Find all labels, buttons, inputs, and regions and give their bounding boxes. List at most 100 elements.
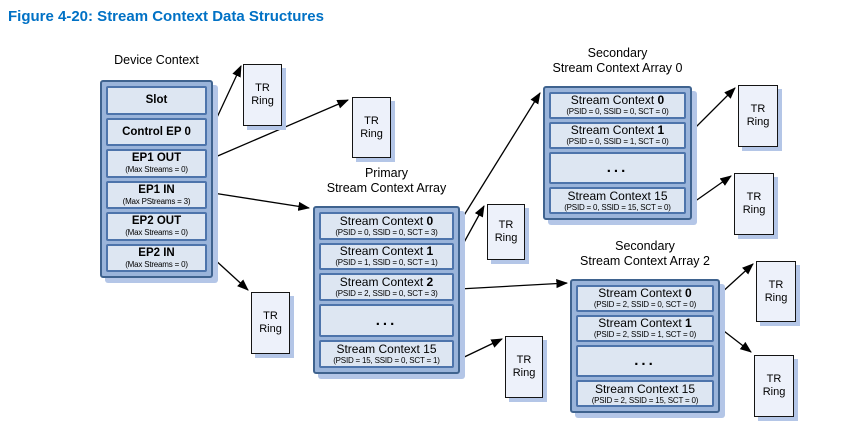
tr-ring-label-line1: TR [263,310,278,322]
row-subtitle: (Max Streams = 0) [125,259,188,269]
row-subtitle: (PSID = 0, SSID = 1, SCT = 0) [566,137,669,147]
tr-ring-label-line2: Ring [259,323,282,335]
row-subtitle: (PSID = 1, SSID = 0, SCT = 1) [335,258,438,268]
row-title: Stream Context 0 [598,286,692,301]
row-title: Stream Context 1 [570,123,665,138]
row-subtitle: (PSID = 2, SSID = 0, SCT = 3) [335,289,438,299]
primary-stream-context-row-15: Stream Context 15(PSID = 15, SSID = 0, S… [319,340,454,369]
row-title: Stream Context 0 [570,93,665,108]
row-number: 1 [654,123,665,138]
tr-ring-label-line2: Ring [360,127,383,140]
row-title: EP2 OUT [131,215,182,228]
primary-stream-context-array-box: Stream Context 0(PSID = 0, SSID = 0, SCT… [313,206,460,374]
row-number: 15 [678,381,696,396]
tr-ring-label-line1: TR [516,354,532,366]
secondary-stream-context-array-0-box: Stream Context 0(PSID = 0, SSID = 0, SCT… [543,86,692,220]
row-subtitle: (PSID = 0, SSID = 0, SCT = 3) [335,227,438,237]
secondary-0-stream-context-ellipsis-row: ... [549,151,686,185]
row-number: 1 [423,244,434,259]
row-title: Stream Context 2 [339,275,434,290]
row-number: 2 [423,275,434,290]
row-subtitle: (Max Streams = 0) [125,228,188,238]
secondary-2-stream-context-row-15: Stream Context 15(PSID = 2, SSID = 15, S… [576,380,714,408]
tr-ring-label-line1: TR [750,103,766,115]
tr-ring-label-line1: TR [364,114,379,127]
tr-ring-label-line2: Ring [251,95,274,107]
row-subtitle: (PSID = 0, SSID = 0, SCT = 0) [566,107,669,117]
secondary-array-2-label: Secondary Stream Context Array 2 [580,239,710,268]
pointer-arrow-11 [719,327,752,353]
pointer-arrow-2 [212,192,311,211]
row-number: 1 [681,316,692,331]
device-context-label: Device Context [114,53,199,67]
pointer-arrow-9 [693,175,732,203]
secondary-0-stream-context-row-0: Stream Context 0(PSID = 0, SSID = 0, SCT… [549,92,686,119]
row-number: 15 [650,188,668,203]
primary-stream-context-row-0: Stream Context 0(PSID = 0, SSID = 0, SCT… [319,212,454,240]
row-subtitle: (PSID = 2, SSID = 1, SCT = 0) [593,330,697,340]
row-title: Stream Context 1 [598,316,692,331]
secondary-2-stream-context-ellipsis-row: ... [576,344,714,378]
figure-title: Figure 4-20: Stream Context Data Structu… [8,8,324,25]
tr-ring-label-line2: Ring [512,367,536,379]
secondary-0-stream-context-row-1: Stream Context 1(PSID = 0, SSID = 1, SCT… [549,121,686,149]
row-number: 0 [681,286,692,301]
row-title: Stream Context 1 [339,244,434,259]
row-subtitle: (PSID = 2, SSID = 0, SCT = 0) [593,300,697,310]
secondary-2-stream-context-row-1: Stream Context 1(PSID = 2, SSID = 1, SCT… [576,314,714,342]
primary-stream-context-ellipsis-row: ... [319,303,454,338]
pointer-arrow-5 [455,205,485,258]
primary-stream-context-row-2: Stream Context 2(PSID = 2, SSID = 0, SCT… [319,273,454,301]
row-title: Stream Context 15 [594,381,696,396]
pointer-arrow-7 [457,338,503,361]
row-title: Stream Context 15 [336,342,437,357]
pointer-arrow-6 [458,279,569,290]
tr-ring-label-line2: Ring [764,291,788,304]
tr-ring-label-line2: Ring [742,204,766,216]
tr-ring-label-line2: Ring [762,386,786,398]
device-context-row-1: Control EP 0 [106,117,207,146]
row-number: 0 [423,213,434,228]
tr-ring-label-line1: TR [746,191,762,203]
row-number: 15 [419,342,437,357]
row-title: Control EP 0 [122,125,191,138]
primary-stream-context-row-1: Stream Context 1(PSID = 1, SSID = 0, SCT… [319,242,454,271]
tr-ring-label-line1: TR [768,278,784,291]
tr-ring-label-line2: Ring [746,116,770,128]
tr-ring-label-line1: TR [255,82,270,94]
row-title: Slot [145,94,168,107]
row-subtitle: (Max PStreams = 3) [122,196,191,206]
device-context-row-5: EP2 IN(Max Streams = 0) [106,243,207,272]
tr-ring-label-line1: TR [766,373,782,385]
row-title: Stream Context 0 [339,213,434,228]
row-title: Stream Context 15 [567,188,668,203]
device-context-row-4: EP2 OUT(Max Streams = 0) [106,212,207,241]
pointer-arrow-0 [212,65,242,127]
secondary-array-0-label: Secondary Stream Context Array 0 [552,46,683,75]
tr-ring-label-line1: TR [498,219,514,231]
row-subtitle: (PSID = 15, SSID = 0, SCT = 1) [333,356,440,366]
primary-array-label: Primary Stream Context Array [326,166,447,195]
secondary-0-stream-context-row-15: Stream Context 15(PSID = 0, SSID = 15, S… [549,187,686,215]
row-subtitle: (PSID = 0, SSID = 15, SCT = 0) [564,202,671,212]
pointer-arrow-3 [212,257,249,291]
secondary-2-stream-context-row-0: Stream Context 0(PSID = 2, SSID = 0, SCT… [576,285,714,312]
tr-ring-label-line2: Ring [494,232,518,244]
row-subtitle: (PSID = 2, SSID = 15, SCT = 0) [591,395,699,405]
device-context-row-3: EP1 IN(Max PStreams = 3) [106,180,207,209]
row-title: EP1 OUT [131,152,182,165]
row-title: EP2 IN [138,246,175,259]
secondary-stream-context-array-2-box: Stream Context 0(PSID = 2, SSID = 0, SCT… [570,279,720,413]
row-title: EP1 IN [138,183,175,196]
